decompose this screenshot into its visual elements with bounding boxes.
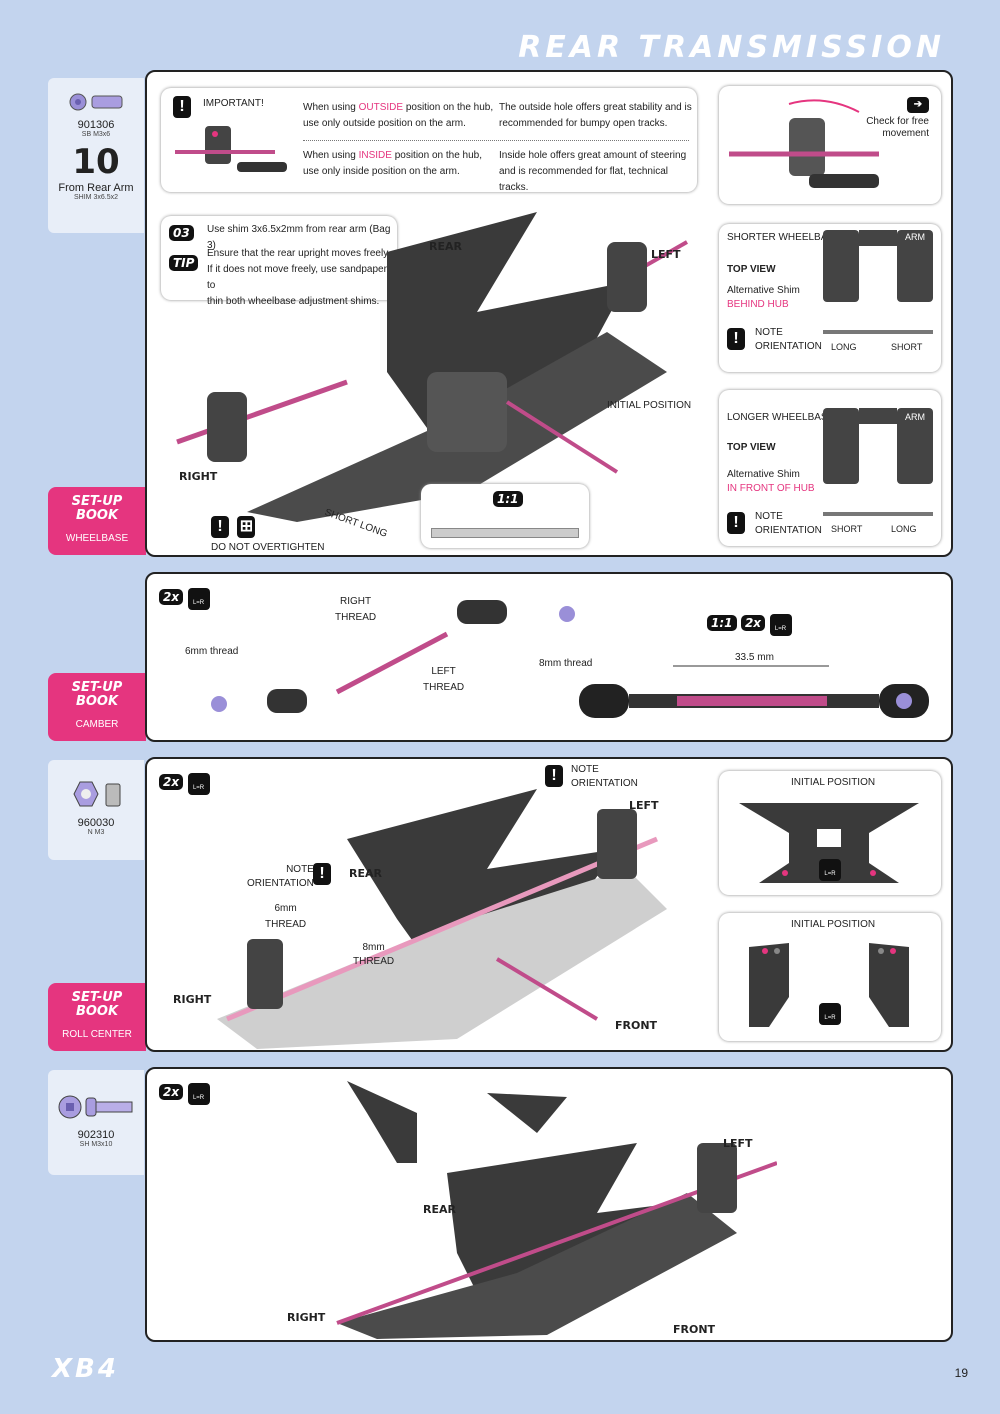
parts-card-2: 960030 N M3 (48, 760, 144, 860)
turnbuckle-assembled-illustration (579, 665, 929, 718)
camber-link-mount-initial-box: INITIAL POSITION L=R (719, 913, 941, 1041)
warning-icon: ! (211, 516, 229, 538)
bag-badge: 03 (169, 225, 194, 241)
turnbuckle-exploded-illustration (211, 600, 575, 713)
shock-tower-mount-illustration (336, 1081, 777, 1339)
brand-logo: XB4 (52, 1354, 119, 1384)
warning-icon: ! (727, 328, 745, 350)
screw-warning-icon: ⊞ (237, 516, 256, 538)
page-title: REAR TRANSMISSION (518, 30, 945, 65)
warning-icon: ! (545, 765, 563, 787)
shock-tower-icon (739, 803, 919, 883)
tip-box: 03 Use shim 3x6.5x2mm from rear arm (Bag… (161, 216, 397, 307)
parts-card-1: 901306 SB M3x6 10 From Rear Arm SHIM 3x6… (48, 78, 144, 233)
bolt-icon (58, 1095, 133, 1119)
hub-arm-illustration (175, 126, 287, 172)
warning-icon: ! (173, 96, 191, 118)
warning-icon: ! (727, 512, 745, 534)
parts-card-3: 902310 SH M3x10 (48, 1070, 144, 1175)
shorter-wheelbase-box: SHORTER WHEELBASE TOP VIEW Alternative S… (719, 224, 941, 372)
nut-icon (73, 781, 121, 807)
warning-icon: ! (313, 863, 331, 885)
shim-rod (431, 528, 579, 538)
shock-tower-initial-box: INITIAL POSITION L=R (719, 771, 941, 895)
rear-assembly-illustration (176, 212, 688, 528)
roll-center-illustration (217, 789, 667, 1049)
important-box: ! IMPORTANT! When using OUTSIDE position… (161, 88, 697, 193)
tip-badge: TIP (169, 255, 199, 271)
step-panel-shock-tower: 2x L=R LEFT REAR RIGHT FRONT (145, 1067, 953, 1342)
page-number: 19 (954, 1366, 968, 1380)
upright-illustration (729, 99, 879, 188)
scale-box: 1:1 (421, 484, 589, 548)
longer-wheelbase-box: LONGER WHEELBASE TOP VIEW Alternative Sh… (719, 390, 941, 546)
arrow-icon: ➔ (907, 97, 929, 113)
step-panel-wheelbase: ! IMPORTANT! When using OUTSIDE position… (145, 70, 953, 557)
screw-icon (69, 93, 123, 111)
camber-mount-icon (749, 943, 909, 1027)
